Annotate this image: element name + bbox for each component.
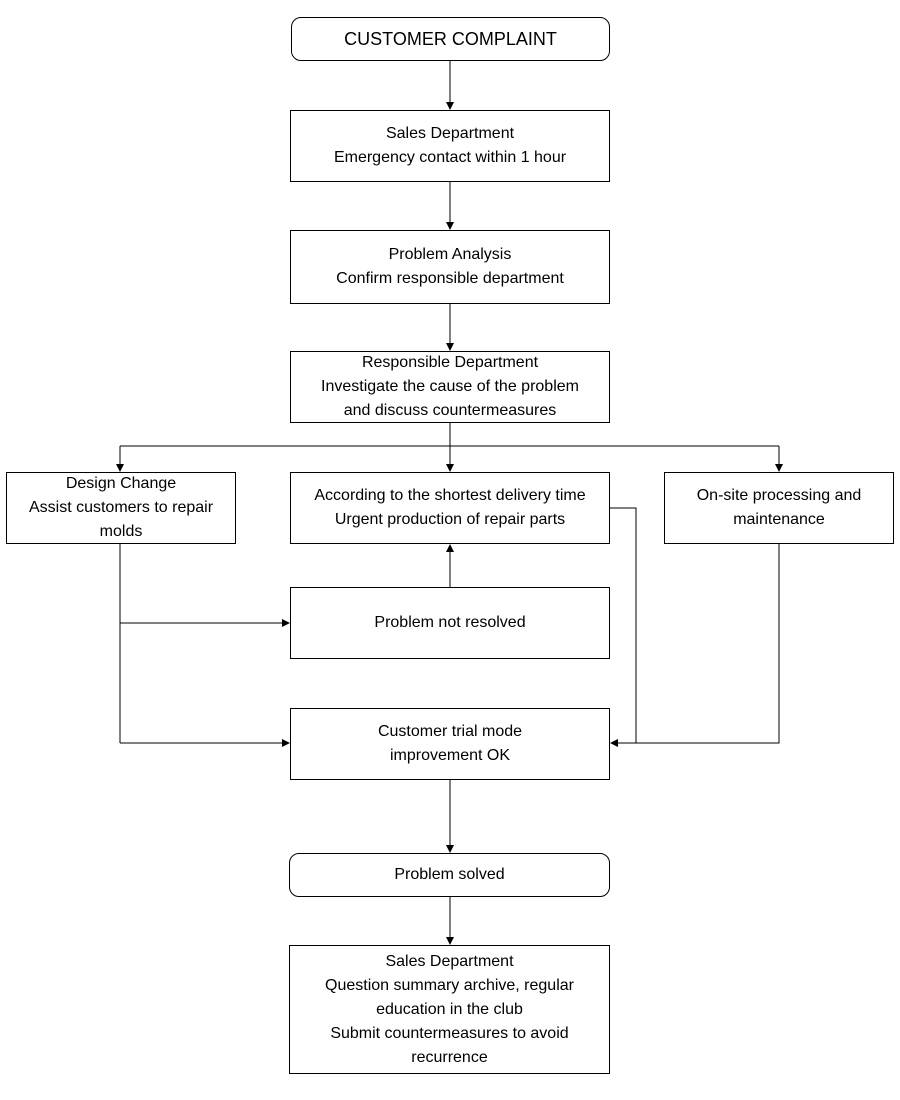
urgent-production-node: According to the shortest delivery time …: [290, 472, 610, 544]
onsite-processing-line-2: maintenance: [733, 511, 825, 528]
problem-analysis-title: Problem Analysis: [388, 246, 512, 263]
problem-not-resolved-text: Problem not resolved: [374, 614, 526, 631]
sales-summary-node: Sales Department Question summary archiv…: [289, 945, 610, 1074]
problem-analysis-line: Confirm responsible department: [336, 270, 564, 287]
sales-contact-title: Sales Department: [385, 125, 515, 142]
urgent-production-line-1: According to the shortest delivery time: [314, 487, 586, 504]
sales-contact-line: Emergency contact within 1 hour: [333, 149, 567, 166]
customer-trial-node: Customer trial mode improvement OK: [290, 708, 610, 780]
sales-summary-line-3: Submit countermeasures to avoid: [330, 1024, 569, 1042]
responsible-department-line-2: and discuss countermeasures: [343, 402, 557, 419]
problem-solved-text: Problem solved: [394, 866, 505, 883]
problem-analysis-node: Problem Analysis Confirm responsible dep…: [290, 230, 610, 304]
customer-complaint-node: CUSTOMER COMPLAINT: [291, 17, 610, 61]
problem-solved-node: Problem solved: [289, 853, 610, 897]
sales-contact-node: Sales Department Emergency contact withi…: [290, 110, 610, 182]
design-change-node: Design Change Assist customers to repair…: [6, 472, 236, 544]
problem-not-resolved-node: Problem not resolved: [290, 587, 610, 659]
design-change-line-1: Assist customers to repair: [28, 499, 214, 516]
sales-summary-line-4: recurrence: [411, 1048, 488, 1066]
customer-complaint-text: CUSTOMER COMPLAINT: [344, 29, 557, 49]
connector-urgent-to-trial: [610, 507, 637, 747]
sales-summary-title: Sales Department: [385, 952, 514, 970]
sales-summary-line-1: Question summary archive, regular: [325, 976, 574, 994]
customer-trial-line-2: improvement OK: [389, 747, 511, 764]
responsible-department-line-1: Investigate the cause of the problem: [321, 378, 579, 395]
sales-summary-line-2: education in the club: [376, 1000, 523, 1018]
responsible-department-node: Responsible Department Investigate the c…: [290, 351, 610, 423]
connector-onsite-to-trial: [636, 544, 780, 744]
responsible-department-title: Responsible Department: [361, 354, 539, 371]
onsite-processing-node: On-site processing and maintenance: [664, 472, 894, 544]
customer-trial-line-1: Customer trial mode: [377, 723, 523, 740]
design-change-title: Design Change: [65, 475, 177, 492]
design-change-line-2: molds: [99, 523, 143, 540]
urgent-production-line-2: Urgent production of repair parts: [334, 511, 566, 528]
onsite-processing-line-1: On-site processing and: [696, 487, 862, 504]
